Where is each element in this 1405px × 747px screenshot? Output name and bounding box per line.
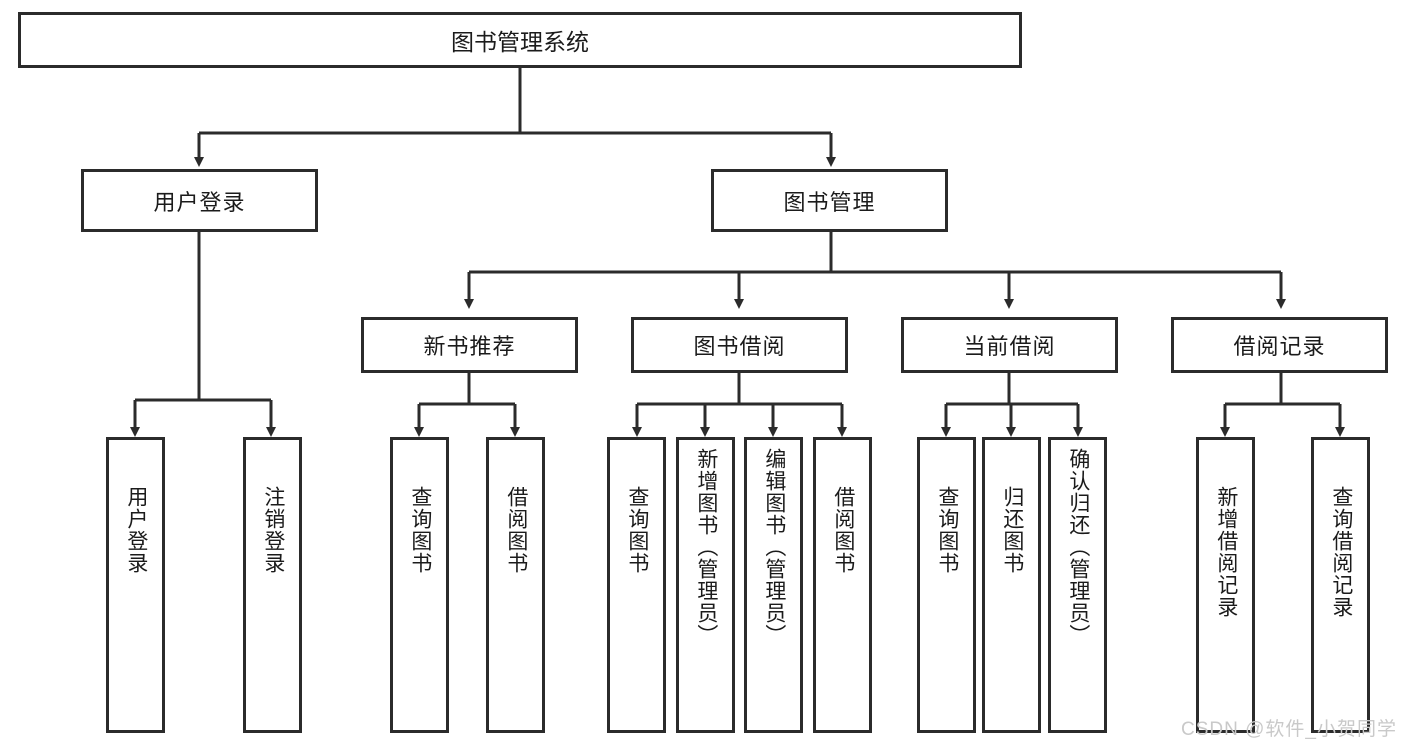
node-book-borrow[interactable]: 图书借阅 xyxy=(631,317,848,373)
node-label: 确认归还（管理员） xyxy=(1066,448,1090,646)
leaf-borrow-add-book-admin[interactable]: 新增图书（管理员） xyxy=(676,437,735,733)
node-label: 图书借阅 xyxy=(693,334,786,359)
node-label: 编辑图书（管理员） xyxy=(762,448,786,646)
node-label: 图书管理 xyxy=(783,189,876,215)
leaf-record-query-record[interactable]: 查询借阅记录 xyxy=(1311,437,1370,733)
watermark: CSDN @软件_小贺同学 xyxy=(1181,719,1397,740)
node-label: 新增图书（管理员） xyxy=(694,448,718,646)
node-label: 新书推荐 xyxy=(423,334,516,359)
node-label: 借阅记录 xyxy=(1233,334,1326,359)
node-label: 借阅图书 xyxy=(504,486,528,574)
leaf-recommend-borrow-book[interactable]: 借阅图书 xyxy=(486,437,545,733)
node-label: 图书管理系统 xyxy=(451,29,589,55)
node-new-book-recommend[interactable]: 新书推荐 xyxy=(361,317,578,373)
leaf-current-return-book[interactable]: 归还图书 xyxy=(982,437,1041,733)
node-label: 用户登录 xyxy=(153,189,246,215)
leaf-user-login-login[interactable]: 用户登录 xyxy=(106,437,165,733)
node-label: 当前借阅 xyxy=(963,334,1056,359)
node-borrow-record[interactable]: 借阅记录 xyxy=(1171,317,1388,373)
node-label: 注销登录 xyxy=(261,486,285,574)
node-label: 归还图书 xyxy=(1000,486,1024,574)
leaf-borrow-borrow-book[interactable]: 借阅图书 xyxy=(813,437,872,733)
node-label: 查询图书 xyxy=(625,486,649,574)
leaf-recommend-query-book[interactable]: 查询图书 xyxy=(390,437,449,733)
leaf-user-login-logout[interactable]: 注销登录 xyxy=(243,437,302,733)
node-label: 用户登录 xyxy=(124,486,148,574)
leaf-current-query-book[interactable]: 查询图书 xyxy=(917,437,976,733)
node-label: 查询图书 xyxy=(408,486,432,574)
leaf-current-confirm-return-admin[interactable]: 确认归还（管理员） xyxy=(1048,437,1107,733)
leaf-borrow-query-book[interactable]: 查询图书 xyxy=(607,437,666,733)
leaf-record-add-record[interactable]: 新增借阅记录 xyxy=(1196,437,1255,733)
node-label: 查询借阅记录 xyxy=(1329,486,1353,618)
node-label: 新增借阅记录 xyxy=(1214,486,1238,618)
node-label: 查询图书 xyxy=(935,486,959,574)
node-root-system[interactable]: 图书管理系统 xyxy=(18,12,1022,68)
leaf-borrow-edit-book-admin[interactable]: 编辑图书（管理员） xyxy=(744,437,803,733)
node-current-borrow[interactable]: 当前借阅 xyxy=(901,317,1118,373)
node-book-management[interactable]: 图书管理 xyxy=(711,169,948,232)
node-user-login[interactable]: 用户登录 xyxy=(81,169,318,232)
node-label: 借阅图书 xyxy=(831,486,855,574)
